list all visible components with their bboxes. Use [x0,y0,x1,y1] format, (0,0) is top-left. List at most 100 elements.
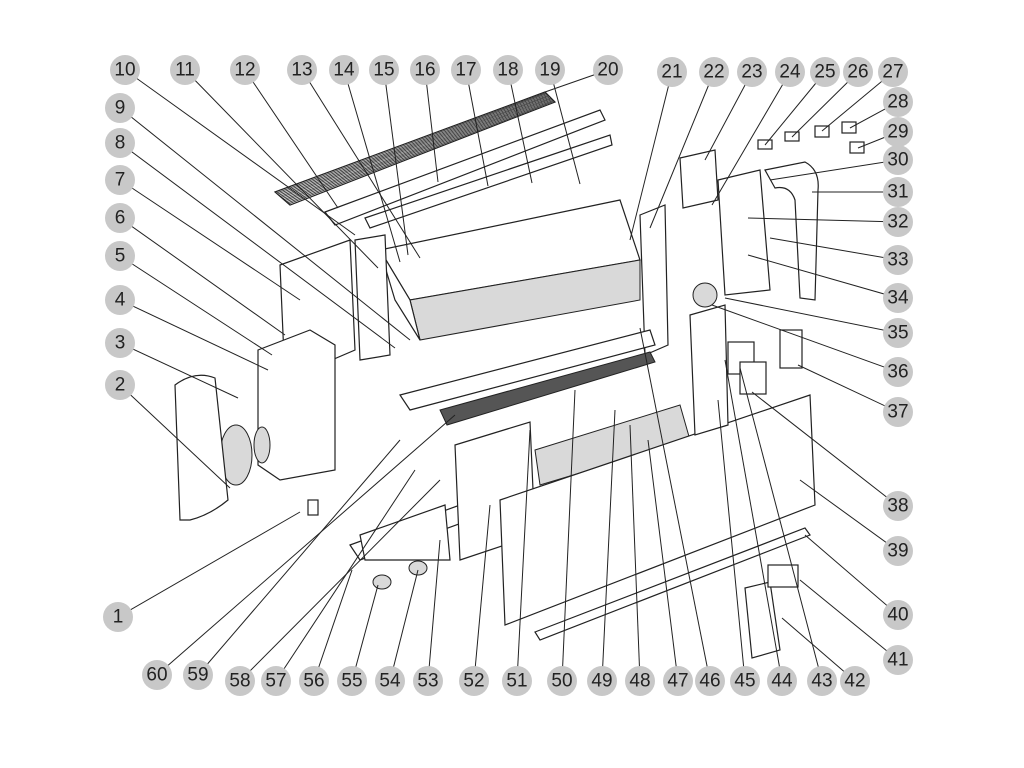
clip-27 [814,125,830,138]
callout-46: 46 [695,666,725,696]
callout-circle [878,57,908,87]
callout-41: 41 [883,645,913,675]
right-end-cap [764,161,819,301]
callout-circle [699,57,729,87]
callout-15: 15 [369,55,399,85]
callout-20: 20 [593,55,623,85]
callout-number: 6 [115,208,126,229]
callout-circle [883,318,913,348]
callout-number: 1 [113,607,124,628]
callout-49: 49 [587,666,617,696]
grille-slat [288,100,555,205]
callout-number: 44 [771,671,793,692]
leader-line-27 [821,71,894,132]
callout-circle [103,602,133,632]
callout-number: 19 [539,60,560,81]
callout-number: 14 [333,60,355,81]
remote-receiver [739,361,767,395]
leader-line-13 [301,69,421,259]
callout-28: 28 [883,87,913,117]
callout-number: 31 [887,182,908,203]
callout-50: 50 [547,666,577,696]
grille-slat [286,99,553,203]
callout-19: 19 [535,55,565,85]
callout-number: 8 [115,133,126,154]
callout-38: 38 [883,491,913,521]
callout-circle [230,55,260,85]
leader-line-10 [124,69,356,236]
callout-number: 21 [661,62,682,83]
leader-line-22 [649,71,715,229]
callout-circle [410,55,440,85]
callout-34: 34 [883,283,913,313]
callout-circle [299,666,329,696]
drain-tray [399,329,656,411]
grille-slat [281,95,550,198]
evaporator-side [379,249,421,341]
callout-circle [663,666,693,696]
callout-16: 16 [410,55,440,85]
callout-number: 54 [379,671,401,692]
callout-number: 38 [887,496,908,517]
callout-44: 44 [767,666,797,696]
callout-circle [451,55,481,85]
callout-number: 45 [734,671,755,692]
callout-4: 4 [105,285,135,315]
callout-number: 60 [146,665,167,686]
leader-line-2 [119,384,231,489]
callout-number: 13 [291,60,312,81]
callout-circle [329,55,359,85]
leader-line-35 [724,297,899,334]
callout-number: 49 [591,671,612,692]
callout-number: 9 [115,98,126,119]
callout-number: 51 [506,671,527,692]
leader-line-40 [804,534,899,616]
leader-line-4 [119,299,269,371]
callout-1: 1 [103,602,133,632]
callout-6: 6 [105,203,135,233]
leader-line-6 [119,217,286,336]
callout-number: 20 [597,60,618,81]
callout-33: 33 [883,245,913,275]
leader-line-15 [383,69,409,256]
callout-48: 48 [625,666,655,696]
callout-circle [883,207,913,237]
clip-29 [849,141,865,154]
callout-circle [547,666,577,696]
callout-circle [183,660,213,690]
callout-number: 57 [265,671,286,692]
callout-circle [883,245,913,275]
callout-number: 30 [887,150,908,171]
leader-line-53 [427,539,441,682]
leader-line-60 [156,414,456,676]
callout-45: 45 [730,666,760,696]
callout-14: 14 [329,55,359,85]
callout-circle [883,177,913,207]
leader-line-59 [197,439,401,676]
grille-slats [276,92,555,205]
callout-circle [261,666,291,696]
callout-circle [110,55,140,85]
callout-number: 53 [417,671,438,692]
callout-10: 10 [110,55,140,85]
callout-circle [105,128,135,158]
leader-line-16 [424,69,439,183]
leader-line-11 [184,69,379,269]
callout-number: 36 [887,362,908,383]
callout-number: 32 [887,212,908,233]
callout-27: 27 [878,57,908,87]
callout-circle [587,666,617,696]
callout-number: 16 [414,60,435,81]
leader-line-24 [711,71,791,206]
unit-drawing [174,91,865,659]
leader-line-50 [561,389,576,682]
callout-circle [105,370,135,400]
callout-circle [737,57,767,87]
leader-line-39 [799,479,899,552]
leader-line-17 [465,69,489,187]
callout-2: 2 [105,370,135,400]
service-panel [744,581,781,659]
leader-line-38 [751,391,899,507]
callout-55: 55 [337,666,367,696]
